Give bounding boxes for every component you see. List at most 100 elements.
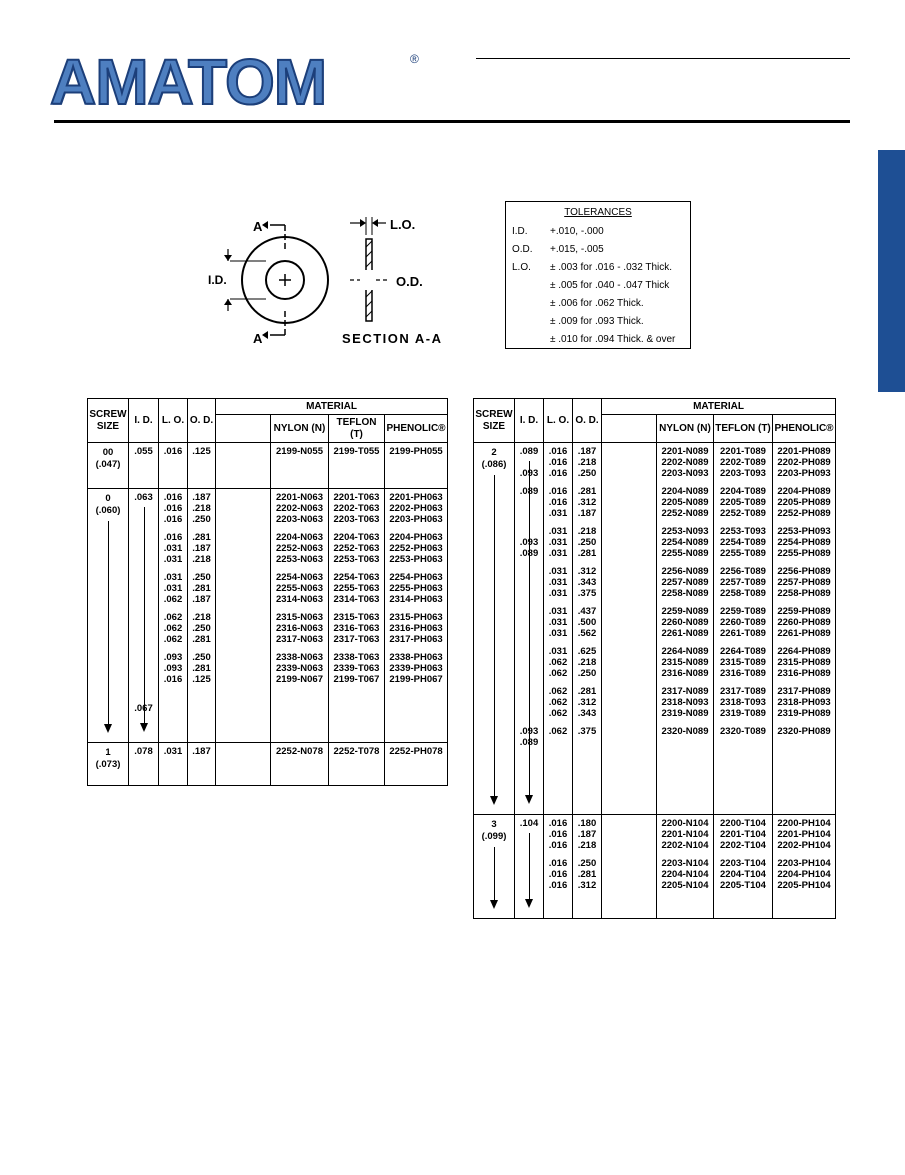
teflon-value: 2260-T089 [720,617,766,628]
od-value: .625 [577,646,597,657]
nylon-value: 2252-N078 [275,746,323,757]
phenolic-value: 2339-PH063 [389,663,443,674]
teflon-value: 2320-T089 [720,726,766,737]
lo-value: .062 [163,623,183,634]
phenolic-value: 2316-PH089 [777,668,831,679]
lo-value: .016 [163,503,183,514]
header-id: I. D. [514,398,544,443]
od-value: .375 [577,588,597,599]
header-nylon: NYLON (N) [270,414,329,443]
teflon-value: 2339-T063 [333,663,380,674]
teflon-value: 2317-T063 [333,634,380,645]
phenolic-value: 2254-PH063 [389,572,443,583]
lo-value: .062 [163,594,183,605]
nylon-value: 2203-N104 [661,858,709,869]
teflon-value: 2318-T093 [720,697,766,708]
teflon-value: 2199-T055 [333,446,380,457]
od-value: .312 [577,697,597,708]
teflon-value: 2261-T089 [720,628,766,639]
table-row: 2(.086).089.093.089.093.089.093.089.016.… [473,442,837,815]
teflon-value: 2319-T089 [720,708,766,719]
teflon-value: 2202-T089 [720,457,766,468]
teflon-value: 2203-T093 [720,468,766,479]
teflon-value: 2201-T089 [720,446,766,457]
od-value: .187 [577,446,597,457]
nylon-value: 2254-N089 [661,537,709,548]
nylon-value: 2252-N063 [275,543,323,554]
header-teflon: TEFLON (T) [713,414,773,443]
id-cell: .089.093.089.093.089.093.089 [514,442,544,815]
phenolic-value: 2259-PH089 [777,606,831,617]
lo-value: .031 [163,572,183,583]
phenolic-value: 2318-PH093 [777,697,831,708]
washer-diagram: A A I.D. L.O. O.D. SECTION A-A [208,217,441,346]
teflon-value: 2314-T063 [333,594,380,605]
teflon-cell: 2199-T055 [328,442,385,489]
od-value: .187 [192,594,211,605]
phenolic-value: 2202-PH063 [389,503,443,514]
phenolic-value: 2260-PH089 [777,617,831,628]
phenolic-value: 2261-PH089 [777,628,831,639]
header-od: O. D. [187,398,216,443]
tolerance-row: I.D.+.010, -.000 [512,226,604,237]
phenolic-value: 2201-PH063 [389,492,443,503]
label-a-top: A [253,219,263,234]
lo-value: .031 [548,566,568,577]
od-value: .218 [192,503,211,514]
lo-value: .062 [163,612,183,623]
nylon-value: 2255-N063 [275,583,323,594]
nylon-value: 2253-N093 [661,526,709,537]
nylon-value: 2253-N063 [275,554,323,565]
nylon-value: 2338-N063 [275,652,323,663]
teflon-value: 2205-T089 [720,497,766,508]
label-id: I.D. [208,273,227,287]
screw-size-decimal: (.086) [481,459,507,470]
phenolic-value: 2252-PH078 [389,746,443,757]
nylon-value: 2252-N089 [661,508,709,519]
phenolic-value: 2201-PH104 [777,829,831,840]
continuation-arrow-line [494,847,495,901]
od-value: .250 [577,858,597,869]
od-cell: .187.218.250.281.312.187.218.250.281.312… [572,442,602,815]
nylon-cell: 2252-N078 [270,742,329,786]
arrow-down-icon [525,899,533,908]
lo-value: .062 [548,726,568,737]
tolerance-row: ± .010 for .094 Thick. & over [550,334,676,345]
phenolic-value: 2253-PH063 [389,554,443,565]
header-blank [215,414,271,443]
blank-cell [215,488,271,743]
continuation-arrow-line [108,521,109,725]
od-value: .562 [577,628,597,639]
od-value: .218 [577,457,597,468]
lo-value: .016 [163,674,183,685]
phenolic-value: 2201-PH089 [777,446,831,457]
nylon-value: 2201-N089 [661,446,709,457]
phenolic-value: 2202-PH089 [777,457,831,468]
lo-value: .031 [163,583,183,594]
phenolic-value: 2338-PH063 [389,652,443,663]
nylon-value: 2264-N089 [661,646,709,657]
nylon-value: 2199-N055 [275,446,323,457]
arrow-down-icon [104,724,112,733]
phenolic-value: 2203-PH104 [777,858,831,869]
teflon-value: 2255-T089 [720,548,766,559]
teflon-value: 2254-T063 [333,572,380,583]
od-value: .281 [192,583,211,594]
nylon-value: 2203-N063 [275,514,323,525]
phenolic-cell: 2199-PH055 [383,442,449,489]
teflon-value: 2252-T089 [720,508,766,519]
header-teflon: TEFLON (T) [328,414,385,443]
tolerance-row: ± .009 for .093 Thick. [550,316,644,327]
nylon-value: 2261-N089 [661,628,709,639]
lo-value: .031 [163,554,183,565]
lo-value: .031 [548,617,568,628]
lo-value: .016 [548,486,568,497]
screw-size-decimal: (.099) [481,831,507,842]
id-value: .078 [134,746,153,757]
phenolic-value: 2255-PH063 [389,583,443,594]
nylon-value: 2339-N063 [275,663,323,674]
screw-size-cell: 3(.099) [473,814,515,919]
